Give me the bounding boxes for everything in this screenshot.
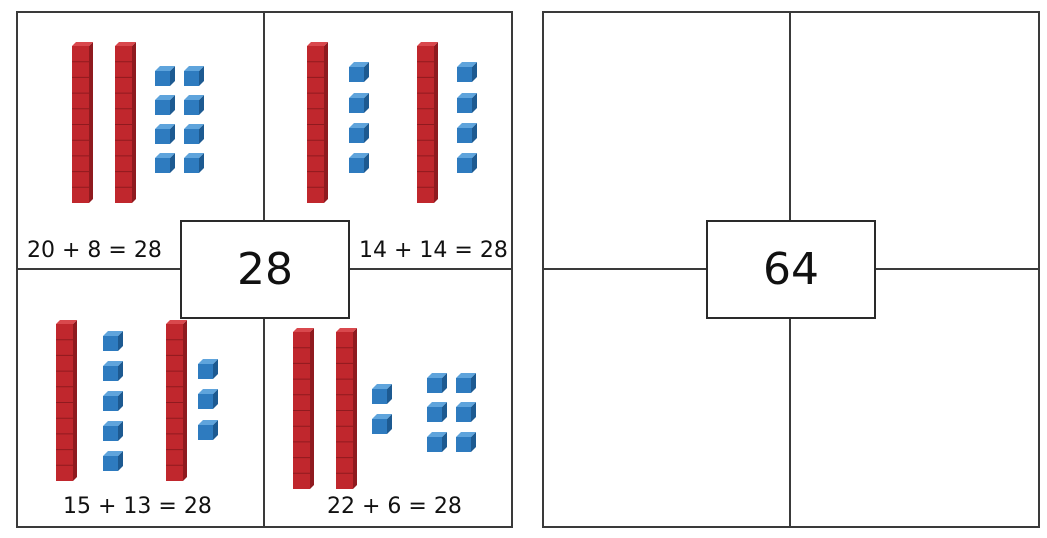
unit-cube-icon	[349, 93, 369, 113]
unit-cube-icon	[372, 414, 392, 434]
unit-cube-icon	[198, 420, 218, 440]
unit-cube-icon	[457, 93, 477, 113]
unit-cube-icon	[457, 62, 477, 82]
unit-cube-icon	[155, 124, 175, 144]
unit-cube-icon	[427, 432, 447, 452]
unit-cube-icon	[155, 153, 175, 173]
ten-rod-icon	[166, 320, 187, 481]
ten-rod-icon	[72, 42, 93, 203]
ten-rod-icon	[56, 320, 77, 481]
unit-cube-icon	[349, 123, 369, 143]
unit-cube-icon	[155, 95, 175, 115]
unit-cube-icon	[198, 389, 218, 409]
center-number-28: 28	[180, 220, 350, 319]
equation-top-left: 20 + 8 = 28	[27, 238, 162, 263]
equation-bottom-left: 15 + 13 = 28	[63, 494, 212, 519]
equation-top-right: 14 + 14 = 28	[359, 238, 508, 263]
unit-cube-icon	[457, 153, 477, 173]
center-number-64: 64	[706, 220, 876, 319]
unit-cube-icon	[103, 331, 123, 351]
unit-cube-icon	[456, 373, 476, 393]
equation-bottom-right: 22 + 6 = 28	[327, 494, 462, 519]
ten-rod-icon	[336, 328, 357, 489]
unit-cube-icon	[456, 432, 476, 452]
ten-rod-icon	[307, 42, 328, 203]
ten-rod-icon	[293, 328, 314, 489]
unit-cube-icon	[372, 384, 392, 404]
unit-cube-icon	[198, 359, 218, 379]
unit-cube-icon	[103, 391, 123, 411]
unit-cube-icon	[155, 66, 175, 86]
unit-cube-icon	[349, 153, 369, 173]
unit-cube-icon	[103, 421, 123, 441]
unit-cube-icon	[184, 95, 204, 115]
unit-cube-icon	[184, 66, 204, 86]
unit-cube-icon	[184, 124, 204, 144]
unit-cube-icon	[103, 451, 123, 471]
unit-cube-icon	[184, 153, 204, 173]
unit-cube-icon	[427, 402, 447, 422]
ten-rod-icon	[115, 42, 136, 203]
unit-cube-icon	[427, 373, 447, 393]
unit-cube-icon	[456, 402, 476, 422]
ten-rod-icon	[417, 42, 438, 203]
unit-cube-icon	[103, 361, 123, 381]
unit-cube-icon	[457, 123, 477, 143]
unit-cube-icon	[349, 62, 369, 82]
